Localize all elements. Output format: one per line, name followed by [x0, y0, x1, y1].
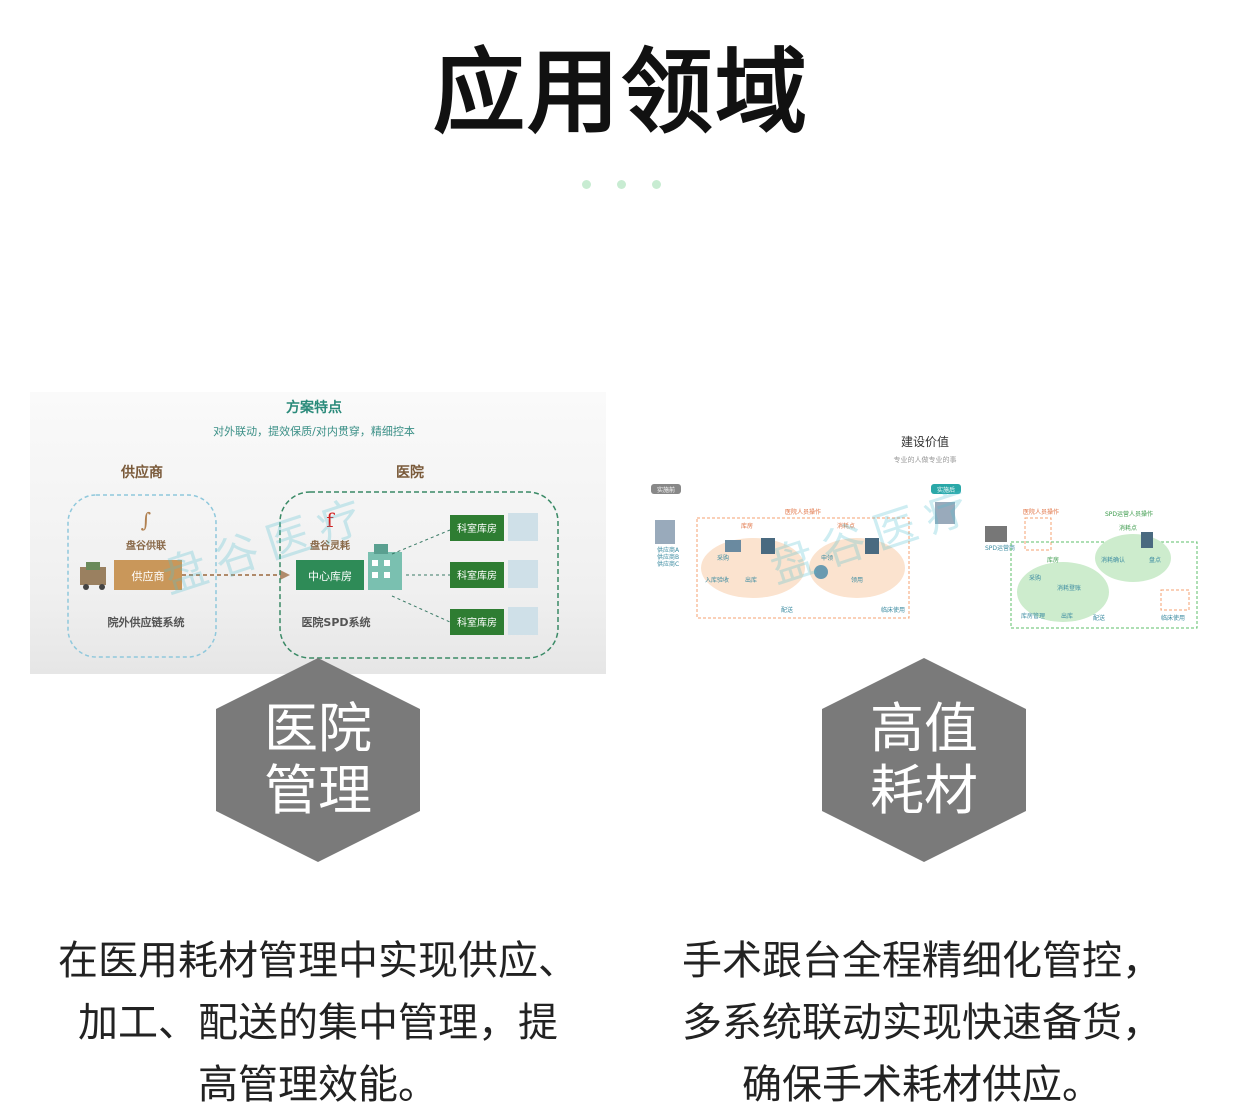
hospital-label: 医院 [396, 464, 424, 481]
building-icon [655, 520, 675, 544]
clinical-region [1160, 589, 1190, 611]
supplier-region [67, 494, 217, 658]
step-label: 盘点 [1149, 556, 1161, 564]
after-consumption-label: 消耗点 [1119, 524, 1137, 532]
hospital-logo-icon: f [326, 508, 335, 532]
hospital-region [279, 491, 559, 659]
building-icon [508, 513, 538, 541]
before-consumption-label: 消耗点 [837, 522, 855, 530]
step-label: 领用 [851, 576, 863, 584]
diagram-heading: 方案特点 [286, 399, 342, 416]
consumption-zone [809, 538, 905, 598]
dot [651, 180, 661, 189]
tablet-icon [865, 538, 879, 554]
dept-warehouse-label: 科室库房 [457, 569, 497, 582]
hospital-building-icon [368, 544, 402, 590]
diagram-subheading: 对外联动，提效保质/对内贯穿，精细控本 [213, 424, 415, 438]
step-label: 消耗登账 [1057, 584, 1081, 592]
step-label: 临床使用 [881, 606, 905, 614]
dept-warehouse-label: 科室库房 [457, 616, 497, 629]
building-icon [508, 560, 538, 588]
after-tag [931, 484, 961, 494]
dot [581, 180, 591, 189]
supplier-list: 供应商A 供应商B 供应商C [655, 520, 680, 568]
tablet-icon [1141, 532, 1153, 548]
before-warehouse-label: 库房 [741, 522, 753, 530]
badge-line: 高值 [870, 697, 978, 760]
step-label: 申领 [821, 554, 833, 562]
step-label: 消耗确认 [1101, 556, 1125, 564]
before-tag-label: 实施前 [657, 486, 675, 494]
decorative-dots [0, 180, 1242, 189]
badge-line: 耗材 [870, 759, 978, 822]
step-label: 出库 [1061, 612, 1073, 620]
dept-warehouse-row: 科室库房 [391, 595, 538, 635]
badge-line: 管理 [264, 759, 372, 822]
supplier-box [114, 560, 182, 590]
page-title: 应用领域 [432, 39, 809, 146]
description-line: 高管理效能。 [198, 1062, 438, 1108]
high-value-consumables-diagram: 建设价值 专业的人做专业的事 实施前 供应商A 供应商B 供应商C 医院人员操作… [645, 420, 1205, 670]
supplier-box-label: 供应商 [132, 569, 165, 583]
dept-warehouse-row: 科室库房 [406, 560, 538, 588]
person-icon [814, 565, 828, 579]
building-icon [935, 502, 955, 524]
spd-ops-label: SPD运营人员操作 [1105, 510, 1153, 518]
after-region [1010, 541, 1198, 629]
warehouse-zone [701, 538, 805, 598]
description-line: 确保手术耗材供应。 [742, 1062, 1102, 1108]
dept-warehouse-row: 科室库房 [391, 513, 538, 555]
hospital-system-label: 医院SPD系统 [301, 615, 370, 629]
supplier-a-label: 供应商A [657, 546, 680, 554]
supplier-logo-text: 盘谷供联 [126, 539, 166, 552]
step-label: 采购 [1029, 574, 1041, 582]
hospital-ops-region [1024, 517, 1052, 551]
supplier-label: 供应商 [120, 464, 163, 481]
step-label: 配送 [781, 606, 793, 614]
description-line: 加工、配送的集中管理，提 [78, 1000, 558, 1046]
supplier-logo-icon: ∫ [141, 508, 151, 532]
supplier-system-label: 院外供应链系统 [108, 615, 185, 629]
after-operator-label: 医院人员操作 [1023, 508, 1059, 516]
step-label: 临床使用 [1161, 614, 1185, 622]
center-warehouse-box [296, 560, 364, 590]
diagram-subheading: 专业的人做专业的事 [894, 455, 957, 464]
before-region [696, 517, 910, 619]
center-warehouse-label: 中心库房 [308, 570, 352, 583]
warehouse-zone [1017, 562, 1109, 622]
tablet-icon [761, 538, 775, 554]
badge-line: 医院 [264, 697, 372, 760]
supplier-b-label: 供应商B [657, 553, 679, 561]
description-line: 手术跟台全程精细化管控， [682, 938, 1162, 984]
hospital-management-diagram: 方案特点 对外联动，提效保质/对内贯穿，精细控本 供应商 医院 ∫ 盘谷供联 供… [30, 392, 606, 674]
description-line: 多系统联动实现快速备货， [682, 1000, 1162, 1046]
hospital-management-badge: 医院 管理 [216, 658, 420, 862]
step-label: 出库 [745, 576, 757, 584]
before-tag [651, 484, 681, 494]
step-label: 入库验收 [705, 576, 729, 584]
step-label: 配送 [1093, 614, 1105, 622]
spd-operator-label: SPD运营商 [985, 544, 1015, 552]
description-line: 在医用耗材管理中实现供应、 [58, 938, 578, 984]
step-label: 库房管理 [1021, 612, 1045, 620]
after-tag-label: 实施后 [937, 486, 955, 494]
high-value-consumables-description: 手术跟台全程精细化管控， 多系统联动实现快速备货， 确保手术耗材供应。 [642, 930, 1202, 1116]
hospital-management-description: 在医用耗材管理中实现供应、 加工、配送的集中管理，提 高管理效能。 [38, 930, 598, 1116]
diagram-heading: 建设价值 [901, 434, 949, 449]
dot [616, 180, 626, 189]
before-operator-label: 医院人员操作 [785, 508, 821, 516]
step-label: 采购 [717, 554, 729, 562]
building-icon [508, 607, 538, 635]
truck-icon [80, 562, 106, 590]
truck-icon [985, 526, 1007, 542]
dept-warehouse-label: 科室库房 [457, 522, 497, 535]
box-icon [725, 540, 741, 552]
arrow-icon [280, 570, 290, 580]
hospital-logo-text: 盘谷灵耗 [310, 539, 350, 552]
after-warehouse-label: 库房 [1047, 556, 1059, 564]
supplier-c-label: 供应商C [657, 560, 679, 568]
high-value-consumables-badge: 高值 耗材 [822, 658, 1026, 862]
